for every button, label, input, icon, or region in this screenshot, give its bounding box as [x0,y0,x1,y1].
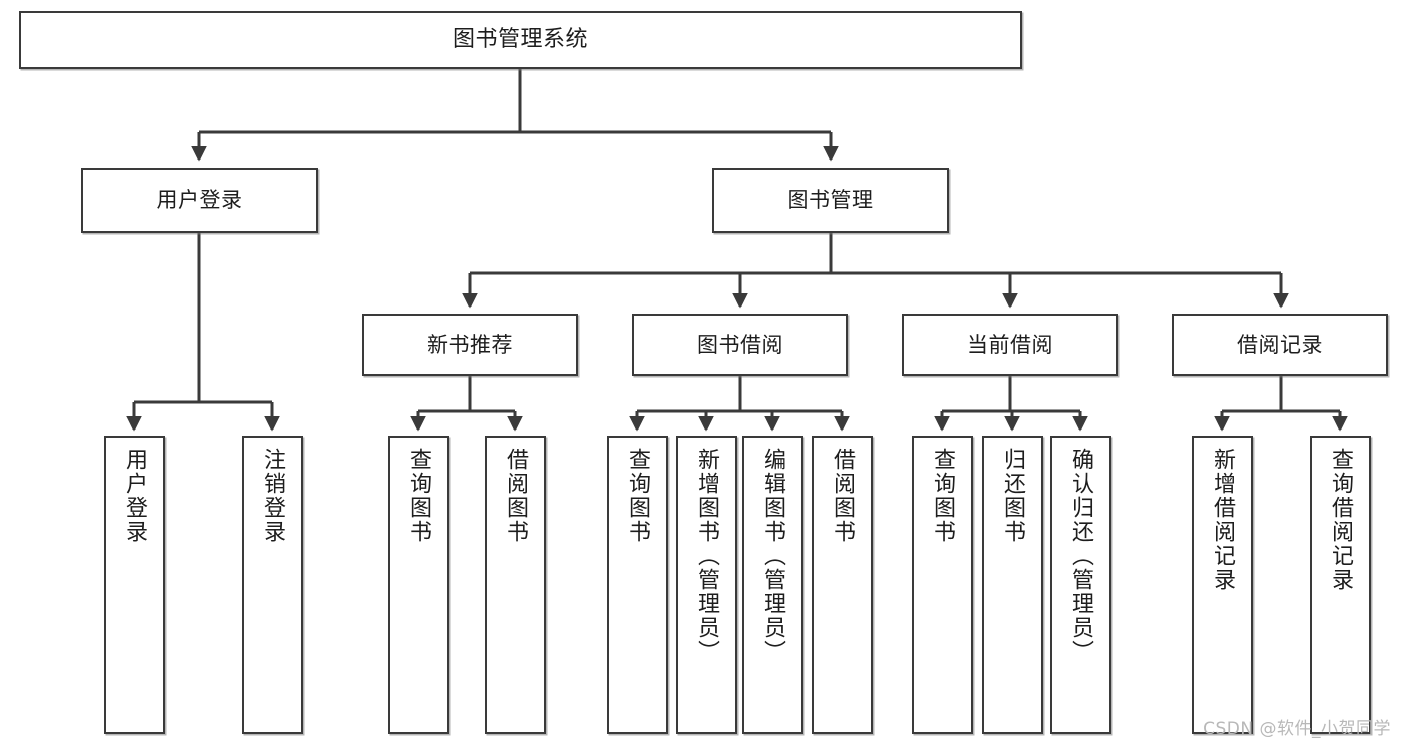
watermark: CSDN @软件_小贺同学 [1203,719,1391,739]
leaf-query-book-2[interactable]: 查询图书 [607,436,668,734]
node-borrow-record[interactable]: 借阅记录 [1172,314,1388,376]
node-root[interactable]: 图书管理系统 [19,11,1022,69]
leaf-query-record-label: 查询借阅记录 [1328,448,1354,592]
leaf-query-book-1-label: 查询图书 [406,448,432,544]
leaf-return-book[interactable]: 归还图书 [982,436,1043,734]
leaf-user-login-label: 用户登录 [122,448,148,544]
leaf-query-record[interactable]: 查询借阅记录 [1310,436,1371,734]
node-borrow-record-label: 借阅记录 [1237,332,1323,357]
node-current-borrow[interactable]: 当前借阅 [902,314,1118,376]
leaf-confirm-return-label: 确认归还（管理员） [1068,448,1094,664]
leaf-query-book-1[interactable]: 查询图书 [388,436,449,734]
node-book-management[interactable]: 图书管理 [712,168,949,233]
leaf-add-record-label: 新增借阅记录 [1210,448,1236,592]
leaf-borrow-book-1-label: 借阅图书 [503,448,529,544]
leaf-add-record[interactable]: 新增借阅记录 [1192,436,1253,734]
leaf-borrow-book-1[interactable]: 借阅图书 [485,436,546,734]
node-book-borrow-label: 图书借阅 [697,332,783,357]
node-user-login-label: 用户登录 [156,188,243,213]
node-root-label: 图书管理系统 [452,27,588,53]
leaf-edit-book-label: 编辑图书（管理员） [760,448,786,664]
leaf-confirm-return[interactable]: 确认归还（管理员） [1050,436,1111,734]
leaf-user-login[interactable]: 用户登录 [104,436,165,734]
node-user-login[interactable]: 用户登录 [81,168,318,233]
leaf-borrow-book-2-label: 借阅图书 [830,448,856,544]
node-new-book-recommend-label: 新书推荐 [427,332,513,357]
leaf-add-book[interactable]: 新增图书（管理员） [676,436,737,734]
leaf-logout-login[interactable]: 注销登录 [242,436,303,734]
leaf-edit-book[interactable]: 编辑图书（管理员） [742,436,803,734]
leaf-borrow-book-2[interactable]: 借阅图书 [812,436,873,734]
node-new-book-recommend[interactable]: 新书推荐 [362,314,578,376]
leaf-query-book-3[interactable]: 查询图书 [912,436,973,734]
leaf-query-book-3-label: 查询图书 [930,448,956,544]
node-book-borrow[interactable]: 图书借阅 [632,314,848,376]
leaf-query-book-2-label: 查询图书 [625,448,651,544]
leaf-return-book-label: 归还图书 [1000,448,1026,544]
node-book-management-label: 图书管理 [787,188,874,213]
leaf-add-book-label: 新增图书（管理员） [694,448,720,664]
node-current-borrow-label: 当前借阅 [967,332,1053,357]
leaf-logout-login-label: 注销登录 [260,448,286,544]
